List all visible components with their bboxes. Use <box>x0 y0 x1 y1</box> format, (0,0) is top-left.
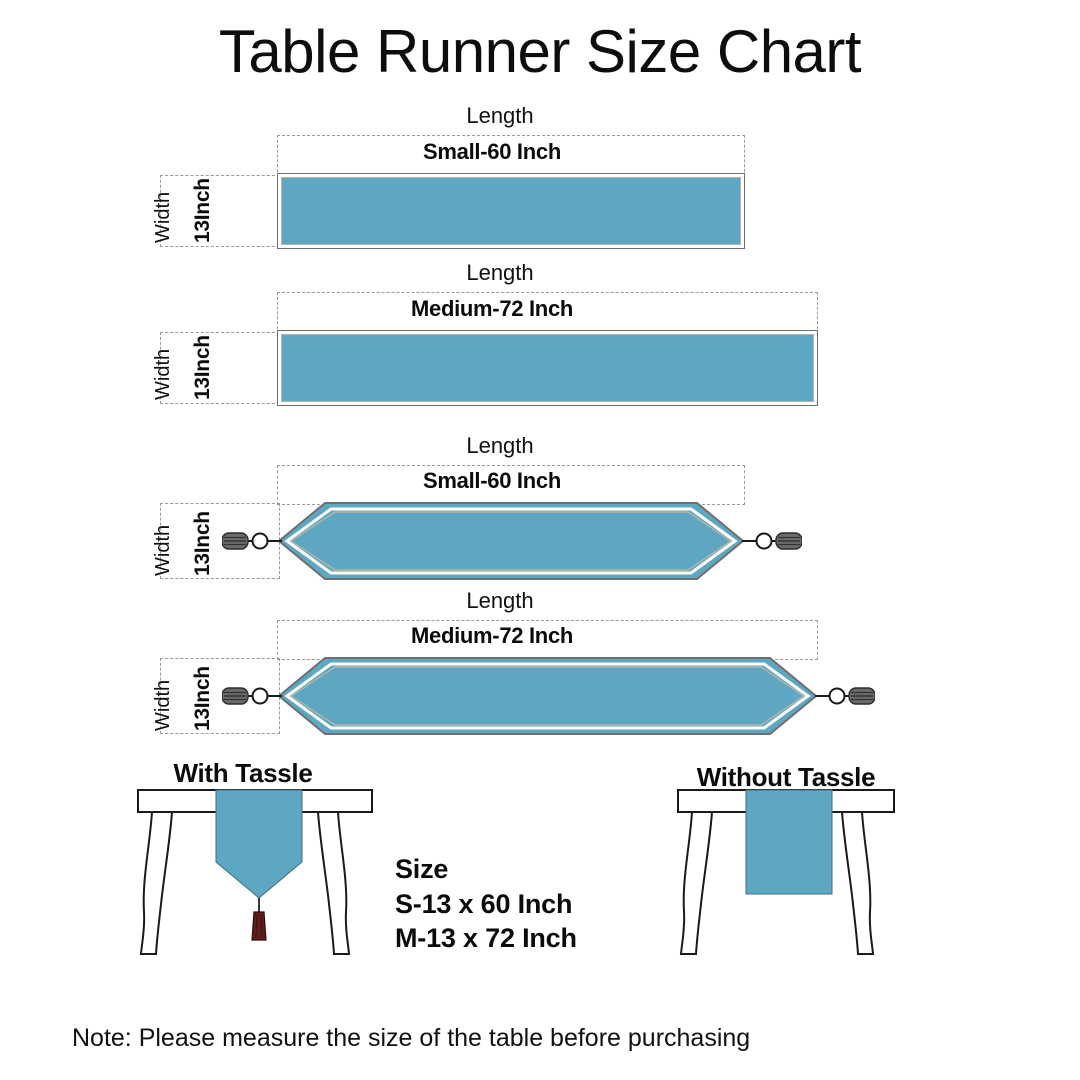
size-label: Small-60 Inch <box>423 468 561 493</box>
width-guide-box <box>160 332 280 404</box>
width-label: Width <box>152 524 174 576</box>
size-label: Medium-72 Inch <box>410 296 574 321</box>
width-guide-box <box>160 175 280 247</box>
width-label: Width <box>152 348 174 400</box>
with-tassle-caption: With Tassle <box>173 758 313 788</box>
table-without-tassle <box>672 788 902 968</box>
width-label: Width <box>152 679 174 731</box>
runner-body-pointed <box>277 501 745 581</box>
runner-body-rect <box>277 173 745 249</box>
length-label: Length <box>466 433 534 458</box>
size-small: S-13 x 60 Inch <box>395 888 573 919</box>
tassel-right <box>740 525 802 557</box>
inch-label: 13Inch <box>191 666 214 731</box>
without-tassle-caption: Without Tassle <box>696 762 876 792</box>
size-heading: Size <box>395 854 449 884</box>
tassel-left <box>222 525 284 557</box>
size-label: Medium-72 Inch <box>410 623 574 648</box>
length-label: Length <box>466 260 534 285</box>
size-label: Small-60 Inch <box>423 139 561 164</box>
table-with-tassle <box>130 788 380 968</box>
note-text: Note: Please measure the size of the tab… <box>72 1024 751 1052</box>
size-medium: M-13 x 72 Inch <box>395 923 577 954</box>
tassel-right <box>813 680 875 712</box>
runner-body-pointed <box>277 656 818 736</box>
size-info-block: Size S-13 x 60 Inch M-13 x 72 Inch <box>395 852 577 956</box>
width-label: Width <box>152 191 174 243</box>
inch-label: 13Inch <box>191 178 214 243</box>
inch-label: 13Inch <box>191 511 214 576</box>
length-label: Length <box>466 103 534 128</box>
tassel-left <box>222 680 284 712</box>
page-title: Table Runner Size Chart <box>218 18 862 85</box>
inch-label: 13Inch <box>191 335 214 400</box>
runner-body-rect <box>277 330 818 406</box>
length-label: Length <box>466 588 534 613</box>
